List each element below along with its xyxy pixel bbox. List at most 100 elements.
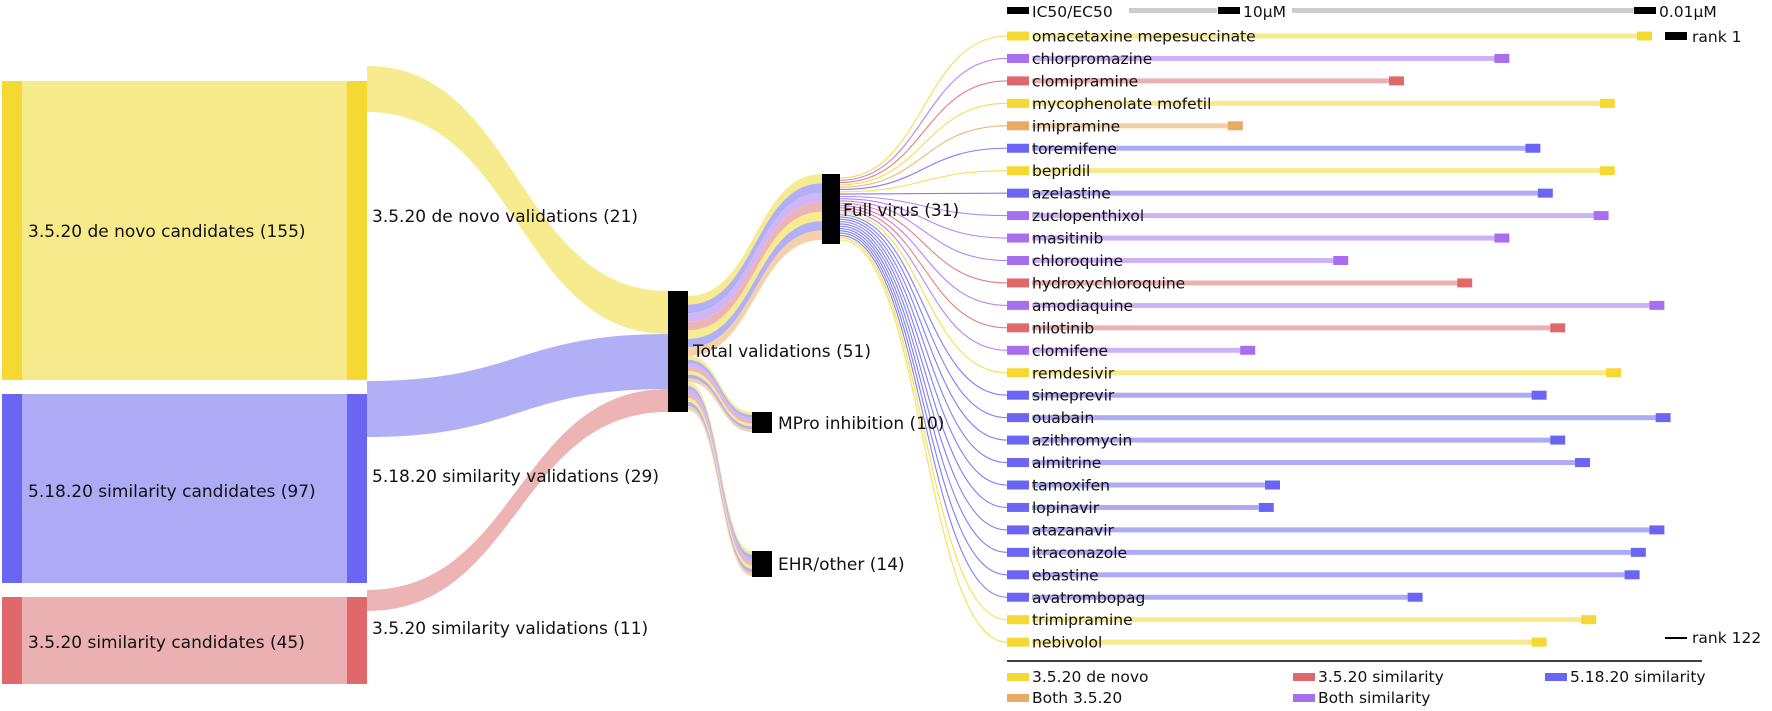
legend-item: Both 3.5.20	[1007, 689, 1122, 707]
header-key-mark	[1007, 7, 1029, 14]
fan-link	[839, 237, 1008, 621]
drug-row: remdesivir	[1007, 364, 1621, 382]
drug-value-cap	[1606, 368, 1621, 378]
drug-value-bar	[1032, 78, 1389, 84]
drug-value-cap	[1494, 53, 1510, 63]
drug-row: ebastine	[1007, 566, 1640, 584]
drug-group-mark	[1007, 211, 1029, 221]
drug-value-bar	[1032, 482, 1265, 488]
sankey-nodes	[2, 81, 840, 684]
source-label-sim320: 3.5.20 similarity candidates (45)	[28, 633, 305, 653]
drug-value-bar	[1032, 123, 1228, 129]
rank-bottom-label: rank 122	[1692, 629, 1761, 647]
legend-swatch	[1293, 673, 1315, 681]
scale-bar-right	[1292, 8, 1634, 13]
drug-name: clomipramine	[1032, 72, 1138, 90]
flow-total-to-full	[688, 183, 822, 314]
drug-value-bar	[1032, 617, 1582, 623]
drug-name: trimipramine	[1032, 611, 1133, 629]
drug-group-mark	[1007, 98, 1029, 108]
flow-total-to-ehr	[688, 386, 752, 559]
scale-right-label: 0.01μM	[1659, 3, 1717, 21]
rank-top-mark	[1665, 32, 1687, 40]
drug-value-cap	[1531, 390, 1547, 400]
flow-denovo-to-total	[367, 66, 668, 334]
fan-link	[839, 232, 1008, 576]
sankey-links	[2, 66, 822, 684]
drug-group-mark	[1007, 435, 1029, 445]
drug-value-bar	[1032, 213, 1594, 219]
flow-total-to-mpro	[688, 356, 752, 415]
drug-name: tamoxifen	[1032, 477, 1110, 495]
fan-link	[839, 198, 1008, 239]
drug-value-cap	[1494, 233, 1510, 243]
drug-value-bar	[1032, 258, 1334, 263]
flow-total-to-mpro	[688, 374, 752, 430]
drug-group-mark	[1007, 53, 1029, 63]
drug-value-cap	[1575, 458, 1590, 468]
fan-link	[839, 200, 1008, 262]
drug-group-mark	[1007, 637, 1029, 647]
drug-value-bar	[1032, 392, 1532, 398]
fan-link	[839, 205, 1008, 306]
validation-label-sim518: 5.18.20 similarity validations (29)	[372, 467, 659, 487]
drug-row: toremifene	[1007, 140, 1541, 158]
drug-value-cap	[1637, 31, 1652, 41]
source-edge-denovo	[2, 81, 22, 380]
drug-name: itraconazole	[1032, 544, 1127, 562]
drug-value-bar	[1032, 504, 1259, 510]
scale-mark-right	[1634, 7, 1656, 14]
outcome-label-mpro: MPro inhibition (10)	[778, 414, 944, 434]
drug-value-cap	[1258, 502, 1274, 512]
drug-group-mark	[1007, 502, 1029, 512]
drug-name: toremifene	[1032, 140, 1117, 158]
drug-group-mark	[1007, 547, 1029, 557]
flow-total-to-mpro	[688, 370, 752, 427]
drug-group-mark	[1007, 143, 1029, 153]
flow-total-to-mpro	[688, 359, 752, 418]
drug-name: bepridil	[1032, 162, 1090, 180]
drug-value-bar	[1032, 145, 1526, 151]
drug-value-bar	[1032, 549, 1631, 555]
drug-group-mark	[1007, 300, 1029, 310]
drug-group-mark	[1007, 166, 1029, 176]
drug-value-cap	[1227, 121, 1243, 131]
flow-total-to-ehr	[688, 394, 752, 566]
drug-value-cap	[1265, 480, 1280, 490]
legend-item: 3.5.20 similarity	[1293, 668, 1444, 686]
fan-link	[839, 216, 1008, 419]
drug-value-cap	[1240, 345, 1256, 355]
drug-value-bar	[1032, 437, 1551, 443]
source-label-sim518: 5.18.20 similarity candidates (97)	[28, 482, 316, 502]
drug-group-mark	[1007, 188, 1029, 198]
drug-value-cap	[1407, 592, 1423, 602]
drug-fan-links	[839, 35, 1008, 643]
drug-name: lopinavir	[1032, 499, 1100, 517]
drug-row: chloroquine	[1007, 252, 1349, 270]
fan-link	[839, 57, 1008, 181]
drug-name: imipramine	[1032, 117, 1120, 135]
drug-name: simeprevir	[1032, 387, 1115, 405]
drug-name: ebastine	[1032, 566, 1099, 584]
drug-name: ouabain	[1032, 409, 1094, 427]
flow-total-to-ehr	[688, 398, 752, 569]
drug-row: trimipramine	[1007, 611, 1597, 629]
fan-link	[839, 223, 1008, 486]
outcome-node-ehr	[752, 551, 772, 577]
flow-total-to-full	[688, 192, 822, 322]
flow-total-to-ehr	[688, 382, 752, 555]
source-label-denovo: 3.5.20 de novo candidates (155)	[28, 222, 306, 242]
drug-name: zuclopenthixol	[1032, 207, 1144, 225]
drug-value-cap	[1599, 98, 1615, 108]
drug-group-mark	[1007, 458, 1029, 468]
total-node	[668, 291, 688, 412]
drug-name: chlorpromazine	[1032, 50, 1152, 68]
drug-group-mark	[1007, 76, 1029, 86]
drug-row: mycophenolate mofetil	[1007, 95, 1615, 113]
drug-group-mark	[1007, 390, 1029, 400]
source-block-denovo	[2, 81, 347, 380]
drug-value-cap	[1333, 256, 1349, 265]
drug-value-bar	[1032, 235, 1495, 241]
fan-link	[839, 147, 1008, 191]
drug-row: amodiaquine	[1007, 297, 1665, 315]
